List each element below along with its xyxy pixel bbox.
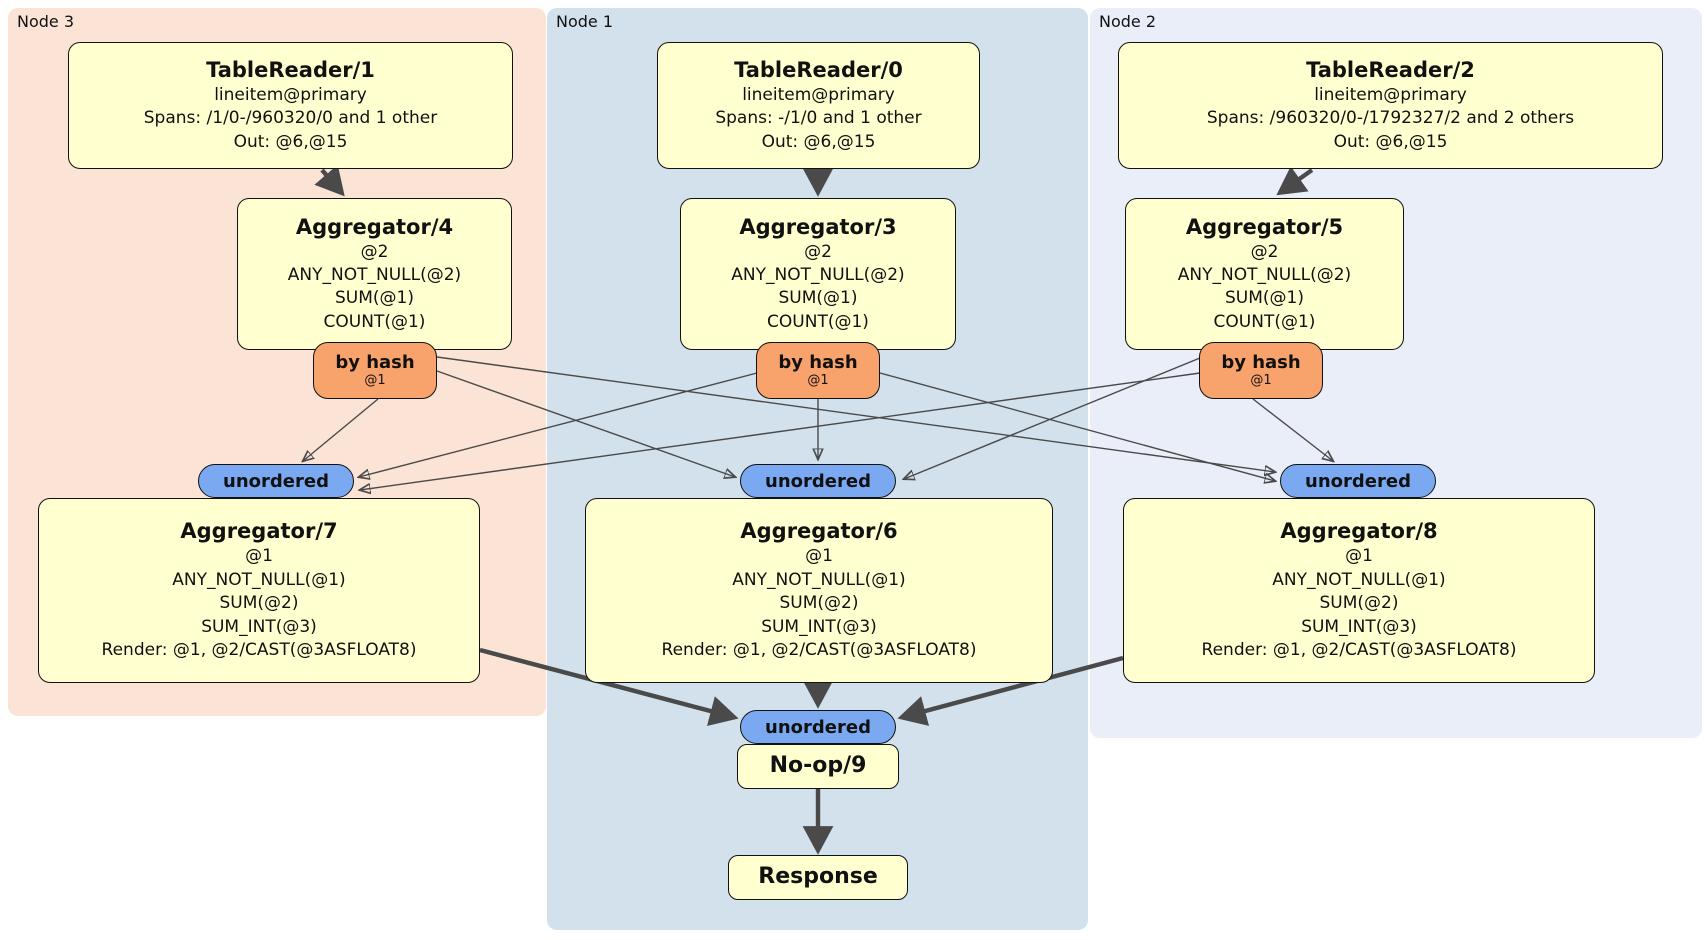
processor-line: ANY_NOT_NULL(@1)	[732, 569, 906, 590]
aggregator-7-title: Aggregator/7	[180, 519, 338, 544]
router-label: by hash	[778, 352, 858, 373]
sync-unordered-node3: unordered	[198, 464, 354, 498]
processor-line: Out: @6,@15	[1333, 131, 1448, 152]
aggregator-8-title: Aggregator/8	[1280, 519, 1438, 544]
processor-line: SUM_INT(@3)	[201, 616, 317, 637]
tablereader-2-box: TableReader/2 lineitem@primary Spans: /9…	[1118, 42, 1663, 169]
processor-line: SUM(@1)	[1225, 288, 1304, 309]
processor-line: @2	[804, 241, 832, 262]
tablereader-2-title: TableReader/2	[1306, 57, 1475, 82]
processor-line: ANY_NOT_NULL(@2)	[287, 264, 462, 285]
router-by-hash-node3: by hash @1	[313, 342, 437, 399]
processor-line: SUM_INT(@3)	[761, 616, 877, 637]
processor-line: lineitem@primary	[1314, 84, 1467, 105]
processor-line: SUM(@2)	[1319, 593, 1399, 614]
aggregator-4-title: Aggregator/4	[295, 214, 454, 239]
node1-label: Node 1	[556, 12, 614, 31]
processor-line: @1	[245, 546, 273, 567]
noop-9-box: No-op/9	[737, 744, 899, 789]
node2-label: Node 2	[1099, 12, 1157, 31]
router-detail: @1	[807, 372, 829, 388]
processor-line: Spans: /1/0-/960320/0 and 1 other	[143, 108, 438, 129]
processor-line: SUM(@2)	[779, 593, 859, 614]
processor-line: @1	[805, 546, 833, 567]
processor-line: Render: @1, @2/CAST(@3ASFLOAT8)	[1201, 640, 1517, 661]
tablereader-0-title: TableReader/0	[734, 57, 903, 82]
router-detail: @1	[1250, 372, 1272, 388]
processor-line: SUM(@1)	[778, 288, 858, 309]
processor-line: ANY_NOT_NULL(@2)	[731, 264, 905, 285]
aggregator-3-title: Aggregator/3	[739, 214, 897, 239]
processor-line: SUM(@1)	[335, 288, 414, 309]
aggregator-5-title: Aggregator/5	[1185, 214, 1344, 239]
processor-line: @2	[1250, 241, 1279, 262]
router-label: by hash	[1221, 352, 1301, 373]
tablereader-1-title: TableReader/1	[206, 57, 375, 82]
processor-line: Render: @1, @2/CAST(@3ASFLOAT8)	[101, 640, 417, 661]
processor-line: lineitem@primary	[742, 84, 895, 105]
processor-line: COUNT(@1)	[767, 311, 869, 332]
noop-9-title: No-op/9	[769, 753, 867, 779]
processor-line: ANY_NOT_NULL(@1)	[1272, 569, 1446, 590]
router-by-hash-node1: by hash @1	[756, 342, 880, 399]
processor-line: COUNT(@1)	[323, 311, 426, 332]
aggregator-5-box: Aggregator/5 @2 ANY_NOT_NULL(@2) SUM(@1)…	[1125, 198, 1404, 350]
processor-line: Out: @6,@15	[761, 131, 876, 152]
processor-line: @2	[360, 241, 389, 262]
processor-line: COUNT(@1)	[1213, 311, 1316, 332]
processor-line: SUM(@2)	[219, 593, 299, 614]
processor-line: SUM_INT(@3)	[1301, 616, 1417, 637]
aggregator-8-box: Aggregator/8 @1 ANY_NOT_NULL(@1) SUM(@2)…	[1123, 498, 1595, 683]
router-detail: @1	[364, 372, 386, 388]
tablereader-0-box: TableReader/0 lineitem@primary Spans: -/…	[657, 42, 980, 169]
sync-unordered-node1: unordered	[740, 464, 896, 498]
processor-line: ANY_NOT_NULL(@2)	[1177, 264, 1352, 285]
node3-label: Node 3	[17, 12, 75, 31]
processor-line: @1	[1345, 546, 1373, 567]
response-box: Response	[728, 855, 908, 900]
router-label: by hash	[335, 352, 415, 373]
tablereader-1-box: TableReader/1 lineitem@primary Spans: /1…	[68, 42, 513, 169]
sync-unordered-node2: unordered	[1280, 464, 1436, 498]
processor-line: lineitem@primary	[214, 84, 367, 105]
response-title: Response	[758, 864, 878, 890]
aggregator-4-box: Aggregator/4 @2 ANY_NOT_NULL(@2) SUM(@1)…	[237, 198, 512, 350]
processor-line: Spans: -/1/0 and 1 other	[715, 108, 922, 129]
aggregator-6-title: Aggregator/6	[740, 519, 898, 544]
aggregator-3-box: Aggregator/3 @2 ANY_NOT_NULL(@2) SUM(@1)…	[680, 198, 956, 350]
processor-line: Out: @6,@15	[233, 131, 348, 152]
processor-line: Render: @1, @2/CAST(@3ASFLOAT8)	[661, 640, 977, 661]
router-by-hash-node2: by hash @1	[1199, 342, 1323, 399]
sync-unordered-final: unordered	[740, 710, 896, 744]
aggregator-7-box: Aggregator/7 @1 ANY_NOT_NULL(@1) SUM(@2)…	[38, 498, 480, 683]
aggregator-6-box: Aggregator/6 @1 ANY_NOT_NULL(@1) SUM(@2)…	[585, 498, 1053, 683]
processor-line: Spans: /960320/0-/1792327/2 and 2 others	[1206, 108, 1575, 129]
processor-line: ANY_NOT_NULL(@1)	[172, 569, 346, 590]
